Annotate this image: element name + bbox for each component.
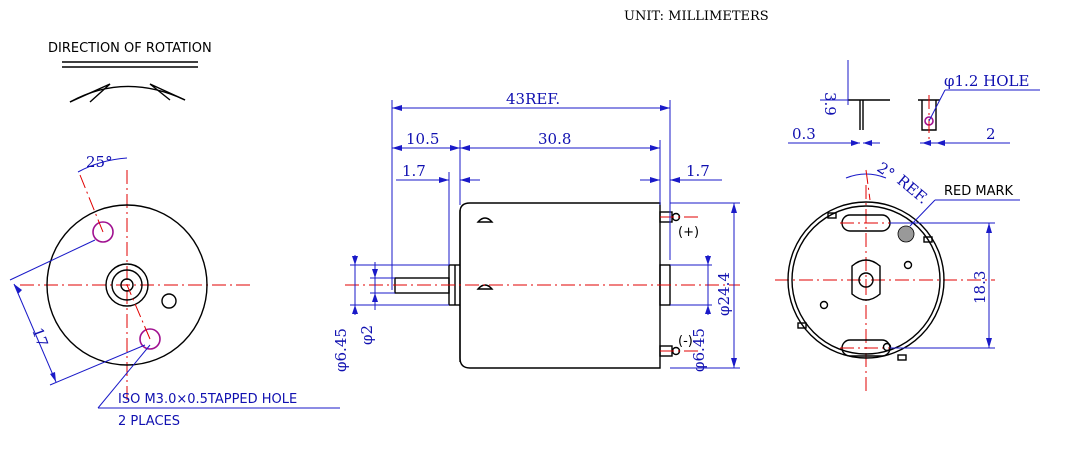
front-boss-diameter: φ6.45: [332, 328, 350, 372]
body-length: 30.8: [538, 130, 571, 148]
rear-boss-diameter: φ6.45: [690, 328, 708, 372]
slot-spacing: 18.3: [971, 271, 989, 304]
red-mark-label: RED MARK: [944, 184, 1014, 199]
side-view: (+) (-) 43REF. 10.5 30.8 1.7: [332, 90, 740, 372]
body-diameter: φ24.4: [715, 272, 733, 316]
tapped-hole-count: 2 PLACES: [118, 414, 180, 429]
tapped-hole-upper: [92, 221, 114, 243]
tapped-hole-lower: [139, 328, 161, 350]
red-mark-dot: [897, 225, 915, 243]
shaft-diameter: φ2: [358, 325, 376, 345]
terminal-detail: 3.9 0.3 φ1.2 HOLE 2: [788, 60, 1040, 146]
terminal-thickness: 0.3: [792, 125, 816, 143]
overall-length: 43REF.: [506, 90, 560, 108]
terminal-hole: φ1.2 HOLE: [944, 72, 1029, 90]
left-end-view: 25° 17 ISO M3.0×0.5TAPPED HOLE 2 PLACES: [9, 153, 340, 429]
angle-2-label: 2°: [874, 159, 898, 184]
flange-thickness: 1.7: [402, 162, 426, 180]
right-end-view: RED MARK 2° REF. 18.3: [775, 159, 1020, 392]
plus-terminal: (+): [678, 225, 699, 240]
terminal-width: 2: [986, 125, 996, 143]
angle-25-label: 25°: [86, 153, 113, 171]
spacing-17-label: 17: [28, 325, 51, 349]
terminal-offset: 1.7: [686, 162, 710, 180]
ref-label: REF.: [893, 171, 931, 207]
rotation-label: DIRECTION OF ROTATION: [48, 41, 212, 56]
tapped-hole-note: ISO M3.0×0.5TAPPED HOLE: [118, 392, 297, 407]
rotation-indicator: DIRECTION OF ROTATION: [48, 41, 212, 103]
terminal-height: 3.9: [821, 92, 839, 116]
minus-terminal: (-): [678, 334, 693, 349]
shaft-length: 10.5: [406, 130, 439, 148]
unit-label: UNIT: MILLIMETERS: [624, 9, 769, 24]
